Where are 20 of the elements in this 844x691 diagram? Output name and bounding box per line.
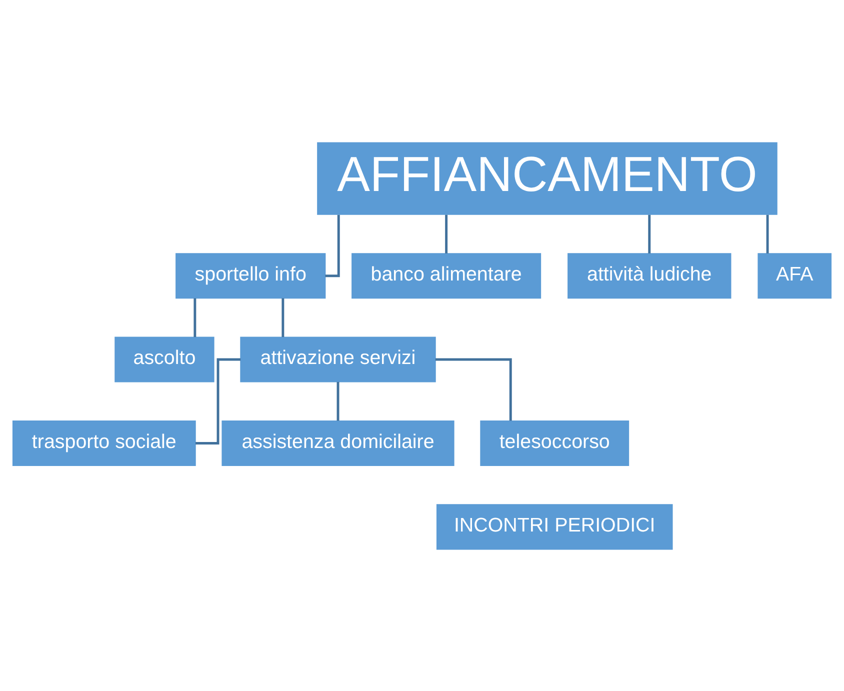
connector — [445, 214, 448, 253]
connector — [196, 358, 241, 444]
node-box: AFA — [758, 252, 832, 298]
connector — [648, 214, 651, 253]
node-box: attivazione servizi — [240, 336, 436, 382]
connector — [194, 298, 196, 337]
node-box: ascolto — [114, 336, 214, 382]
node-box: INCONTRI PERIODICI — [436, 504, 673, 550]
node-box: banco alimentare — [352, 252, 542, 298]
node-box: AFFIANCAMENTO — [317, 142, 778, 214]
connector — [325, 214, 340, 277]
connector — [766, 214, 769, 253]
node-box: sportello info — [176, 252, 326, 298]
connector — [435, 358, 512, 420]
node-box: attività ludiche — [568, 252, 732, 298]
connector — [336, 381, 340, 420]
node-box: telesoccorso — [480, 420, 630, 466]
connector — [282, 298, 284, 337]
node-box: assistenza domicilaire — [222, 420, 454, 466]
node-box: trasporto sociale — [12, 420, 196, 466]
